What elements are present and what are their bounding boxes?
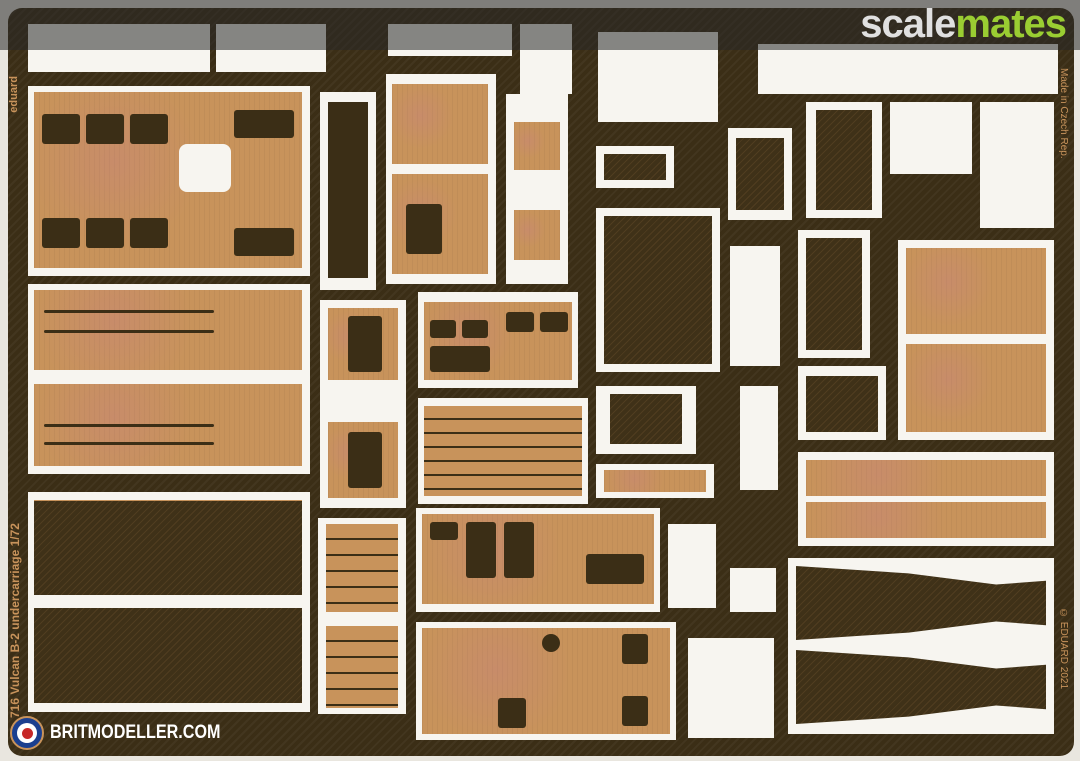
part-33 [604, 154, 666, 180]
part-39 [806, 460, 1046, 496]
cutout [788, 558, 1054, 734]
door-part-4 [34, 290, 302, 370]
part-38 [806, 502, 1046, 538]
cutout [806, 102, 882, 218]
cutout [318, 518, 406, 714]
cutout [28, 86, 310, 276]
cutout [730, 568, 776, 612]
scalemates-logo: scalemates [860, 2, 1067, 46]
cutout [418, 398, 588, 504]
cutout [730, 246, 780, 366]
door-part-2 [34, 500, 302, 595]
part-13 [328, 102, 368, 278]
cutout [320, 300, 406, 508]
part-19 [424, 302, 572, 380]
part-44 [816, 110, 872, 210]
photo-etch-fret: eduard 716 Vulcan B-2 undercarriage 1/72… [8, 8, 1074, 756]
britmodeller-credit: BRITMODELLER.COM [10, 716, 251, 750]
part-12 [328, 308, 398, 380]
part-22 [514, 210, 560, 260]
fret-title: 716 Vulcan B-2 undercarriage 1/72 [8, 523, 22, 718]
cutout [320, 92, 376, 290]
part-36 [796, 650, 1046, 724]
origin-label: Made in Czech Rep. [1058, 68, 1069, 159]
copyright-label: © EDUARD 2021 [1058, 608, 1069, 690]
part-17 [422, 514, 654, 604]
cutout [506, 94, 568, 284]
cutout [688, 638, 774, 738]
cutout [596, 386, 696, 454]
cutout [798, 366, 886, 440]
door-part-5-6 [34, 92, 302, 268]
cutout [980, 102, 1054, 228]
part-43 [906, 248, 1046, 334]
part-16 [422, 628, 670, 734]
part-9 [326, 626, 398, 708]
part-28-29 [604, 216, 712, 364]
cutout [798, 230, 870, 358]
brand-label: eduard [8, 76, 20, 113]
part-18 [424, 406, 582, 496]
credit-site: BRITMODELLER.COM [50, 722, 221, 743]
cutout [28, 492, 310, 712]
cutout [758, 44, 1058, 94]
raf-roundel-icon [10, 716, 44, 750]
cutout [416, 508, 660, 612]
part-10 [326, 524, 398, 612]
cutout [418, 292, 578, 388]
door-part-3 [34, 384, 302, 466]
cutout [596, 146, 674, 188]
part-20 [392, 174, 488, 274]
cutout [416, 622, 676, 740]
cutout [798, 452, 1054, 546]
cutout [596, 208, 720, 372]
cutout [386, 74, 496, 284]
part-40 [806, 376, 878, 432]
cutout [898, 240, 1054, 440]
part-32 [610, 394, 682, 444]
part-42 [906, 344, 1046, 432]
part-11 [328, 422, 398, 498]
part-41 [806, 238, 862, 350]
cutout [728, 128, 792, 220]
cutout [28, 284, 310, 474]
part-34 [736, 138, 784, 210]
part-23 [514, 122, 560, 170]
door-part-1 [34, 608, 302, 703]
cutout [890, 102, 972, 174]
cutout [668, 524, 716, 608]
cutout [596, 464, 714, 498]
part-37 [796, 566, 1046, 640]
part-27 [604, 470, 706, 492]
watermark-banner [0, 0, 1080, 50]
cutout [740, 386, 778, 490]
part-21 [392, 84, 488, 164]
